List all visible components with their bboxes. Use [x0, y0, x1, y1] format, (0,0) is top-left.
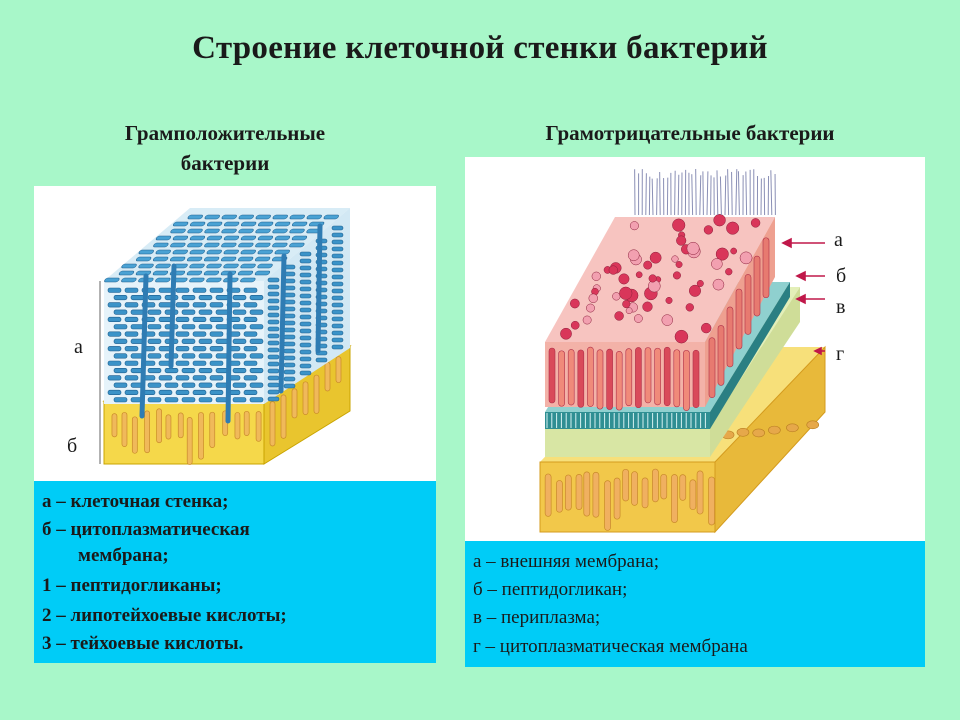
gram-positive-legend: а – клеточная стенка; б – цитоплазматиче…	[34, 481, 436, 663]
legend-item-1: 1 – пептидогликаны;	[42, 575, 222, 596]
gram-positive-heading: Грамположительные бактерии	[60, 118, 390, 178]
legend-item-a: а – внешняя мембрана;	[473, 551, 659, 572]
gram-positive-wall-illustration	[99, 208, 352, 465]
label-a-outer-membrane: а	[834, 229, 843, 251]
label-v-periplasm: в	[836, 296, 846, 318]
outer-membrane-layer	[545, 214, 775, 411]
legend-item-v: в – периплазма;	[473, 607, 601, 628]
gram-positive-heading-line1: Грамположительные	[124, 121, 326, 145]
gram-positive-panel	[34, 186, 436, 482]
label-b-membrane: б	[67, 435, 78, 457]
legend-item-g: г – цитоплазматическая мембрана	[473, 636, 748, 657]
label-b-peptidoglycan: б	[836, 265, 847, 287]
label-g-cytoplasmic-membrane: г	[836, 343, 845, 365]
legend-item-a: а – клеточная стенка;	[42, 491, 229, 512]
page-title: Строение клеточной стенки бактерий	[192, 30, 768, 66]
gram-negative-legend: а – внешняя мембрана; б – пептидогликан;…	[465, 541, 925, 667]
label-arrows	[781, 237, 825, 356]
gram-negative-wall-illustration	[539, 169, 826, 534]
o-antigen-fringe	[634, 169, 776, 216]
label-a-wall: а	[74, 336, 83, 358]
gram-negative-panel	[465, 157, 925, 542]
legend-item-2: 2 – липотейхоевые кислоты;	[42, 605, 287, 626]
legend-item-b: б – цитоплазматическая	[42, 519, 250, 540]
peptidoglycan-layer	[104, 208, 350, 424]
legend-item-b-cont: мембрана;	[78, 545, 169, 566]
legend-item-3: 3 – тейхоевые кислоты.	[42, 633, 244, 654]
gram-positive-heading-line2: бактерии	[180, 151, 270, 175]
gram-negative-heading: Грамотрицательные бактерии	[545, 121, 835, 145]
legend-item-b: б – пептидогликан;	[473, 579, 628, 600]
